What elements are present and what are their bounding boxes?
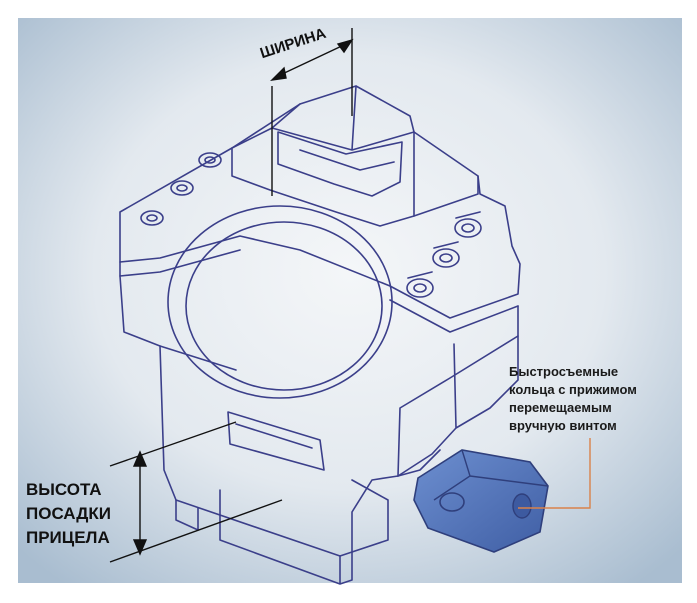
diagram-background <box>18 18 682 583</box>
ring-base-outline <box>119 275 519 557</box>
cap-step-right <box>413 175 479 217</box>
mount-height-label-line: ПРИЦЕЛА <box>26 528 110 547</box>
quick-release-label-line: вручную винтом <box>509 418 617 433</box>
quick-release-label-line: кольца с прижимом <box>509 382 637 397</box>
quick-release-label: Быстросъемные кольца с прижимом перемеща… <box>509 363 637 435</box>
ring-bore <box>167 205 393 399</box>
quick-release-label-line: перемещаемым <box>509 400 612 415</box>
mount-height-label: ВЫСОТА ПОСАДКИ ПРИЦЕЛА <box>26 478 111 550</box>
clamp-jaw <box>351 449 441 553</box>
ring-split-line <box>119 249 519 333</box>
base-slot <box>227 411 325 471</box>
height-dimension <box>109 421 283 563</box>
cap-slot <box>277 131 403 197</box>
ring-cap-top-face <box>231 85 415 151</box>
rail-clamp <box>175 489 353 585</box>
quick-release-label-line: Быстросъемные <box>509 364 619 379</box>
width-dimension <box>270 28 354 196</box>
mount-height-label-line: ВЫСОТА <box>26 480 102 499</box>
left-bolt-holes <box>140 152 222 226</box>
ring-bore-inner <box>185 221 383 391</box>
mount-height-label-line: ПОСАДКИ <box>26 504 111 523</box>
right-bolt-holes <box>406 211 482 298</box>
scope-ring-drawing <box>119 85 521 585</box>
ring-body-face <box>159 335 519 477</box>
callout-leader <box>518 438 591 509</box>
thumbscrew <box>413 449 549 553</box>
